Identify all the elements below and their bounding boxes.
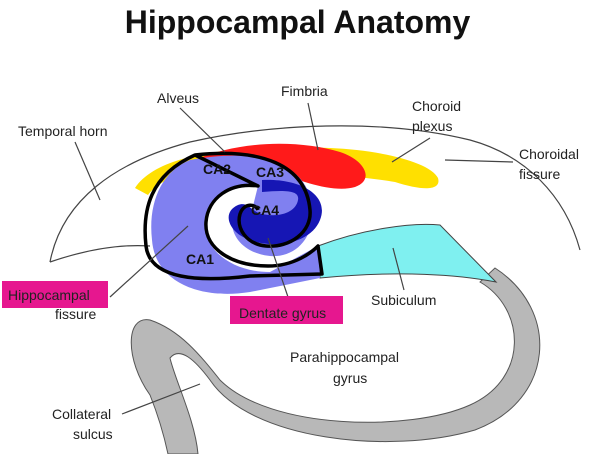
label-choroidal-fissure-line1: Choroidal (519, 146, 579, 162)
subiculum-shape (317, 223, 498, 283)
label-collateral-sulcus-line1: Collateral (52, 406, 111, 422)
label-parahippocampal-line2: gyrus (333, 370, 367, 386)
label-parahippocampal-line1: Parahippocampal (290, 349, 399, 365)
label-subiculum: Subiculum (371, 292, 436, 308)
dentate-gyrus-highlight (230, 296, 343, 324)
ventricle-floor-line (49, 245, 151, 263)
parahippocampal-gyrus-shape (130, 267, 541, 454)
label-hippocampal-fissure-line2: fissure (55, 306, 96, 322)
label-ca3: CA3 (256, 164, 284, 180)
leader-lines (74, 102, 514, 415)
label-choroidal-fissure-line2: fissure (519, 166, 560, 182)
label-temporal-horn: Temporal horn (18, 123, 108, 139)
label-hippocampal-fissure-line1: Hippocampal (8, 287, 90, 303)
label-choroid-plexus-line1: Choroid (412, 98, 461, 114)
diagram-title: Hippocampal Anatomy (124, 4, 471, 40)
label-collateral-sulcus-line2: sulcus (73, 426, 113, 442)
label-choroid-plexus-line2: plexus (412, 118, 452, 134)
temporal-horn-outline (49, 125, 581, 263)
label-ca2: CA2 (203, 161, 231, 177)
dentate-gyrus-band (228, 179, 322, 245)
label-alveus: Alveus (157, 90, 199, 106)
label-ca1: CA1 (186, 251, 214, 267)
label-ca4: CA4 (251, 202, 279, 218)
cornu-ammonis-outline (143, 151, 324, 281)
label-fimbria: Fimbria (281, 83, 328, 99)
label-dentate-gyrus: Dentate gyrus (239, 305, 326, 321)
hippocampal-fissure-highlight (2, 281, 108, 308)
